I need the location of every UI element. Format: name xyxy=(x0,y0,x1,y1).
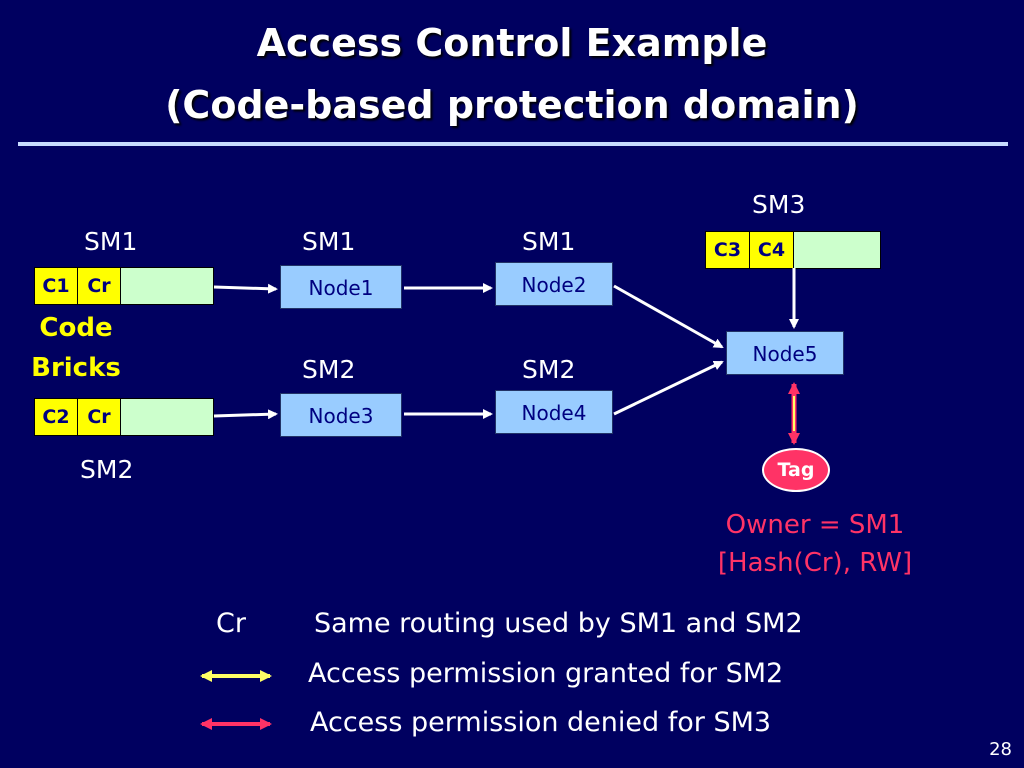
legend-denied-desc: Access permission denied for SM3 xyxy=(310,707,772,738)
row2-sm-label: SM2 xyxy=(80,455,134,484)
node1-sm-label: SM1 xyxy=(302,227,356,256)
brick-c1: C1 xyxy=(35,268,78,304)
brick-cr-2: Cr xyxy=(78,399,121,435)
node2-sm-label: SM1 xyxy=(522,227,576,256)
row1-sm-label: SM1 xyxy=(84,227,138,256)
page-number: 28 xyxy=(989,739,1012,760)
legend-granted-desc: Access permission granted for SM2 xyxy=(308,658,784,689)
code-bricks-label-line2: Bricks xyxy=(31,353,121,383)
code-brick-row-1: C1 Cr xyxy=(34,267,214,305)
sm3-label: SM3 xyxy=(752,190,806,219)
arrow-node4-to-node5 xyxy=(613,360,724,416)
sm3-brick-row: C3 C4 xyxy=(705,231,881,269)
brick-c3: C3 xyxy=(706,232,750,268)
legend-cr-key: Cr xyxy=(216,608,246,639)
node2-box: Node2 xyxy=(495,262,613,306)
brick-empty-slot-2 xyxy=(121,399,213,435)
node3-box: Node3 xyxy=(280,393,402,437)
node1-box: Node1 xyxy=(280,265,402,309)
arrow-node2-to-node5 xyxy=(613,284,724,349)
brick-cr-1: Cr xyxy=(78,268,121,304)
title-divider xyxy=(18,142,1008,146)
code-bricks-label-line1: Code xyxy=(39,313,113,343)
tag-ellipse: Tag xyxy=(762,448,830,492)
brick-c2: C2 xyxy=(35,399,78,435)
brick-empty-slot-sm3 xyxy=(794,232,880,268)
brick-empty-slot-1 xyxy=(121,268,213,304)
brick-c4: C4 xyxy=(750,232,794,268)
node3-sm-label: SM2 xyxy=(302,355,356,384)
tag-owner-line1: Owner = SM1 xyxy=(725,510,905,540)
code-bricks-label: Code Bricks xyxy=(18,308,134,388)
slide-title-line2: (Code-based protection domain) xyxy=(165,83,859,127)
tag-owner-info: Owner = SM1 [Hash(Cr), RW] xyxy=(660,506,970,582)
legend-cr-desc: Same routing used by SM1 and SM2 xyxy=(314,608,803,639)
node5-box: Node5 xyxy=(726,331,844,375)
code-brick-row-2: C2 Cr xyxy=(34,398,214,436)
node4-box: Node4 xyxy=(495,390,613,434)
tag-owner-line2: [Hash(Cr), RW] xyxy=(717,548,913,578)
node4-sm-label: SM2 xyxy=(522,355,576,384)
arrow-row2-to-node3 xyxy=(213,409,278,420)
arrow-row1-to-node1 xyxy=(213,283,278,294)
slide-title-line1: Access Control Example xyxy=(256,21,768,65)
